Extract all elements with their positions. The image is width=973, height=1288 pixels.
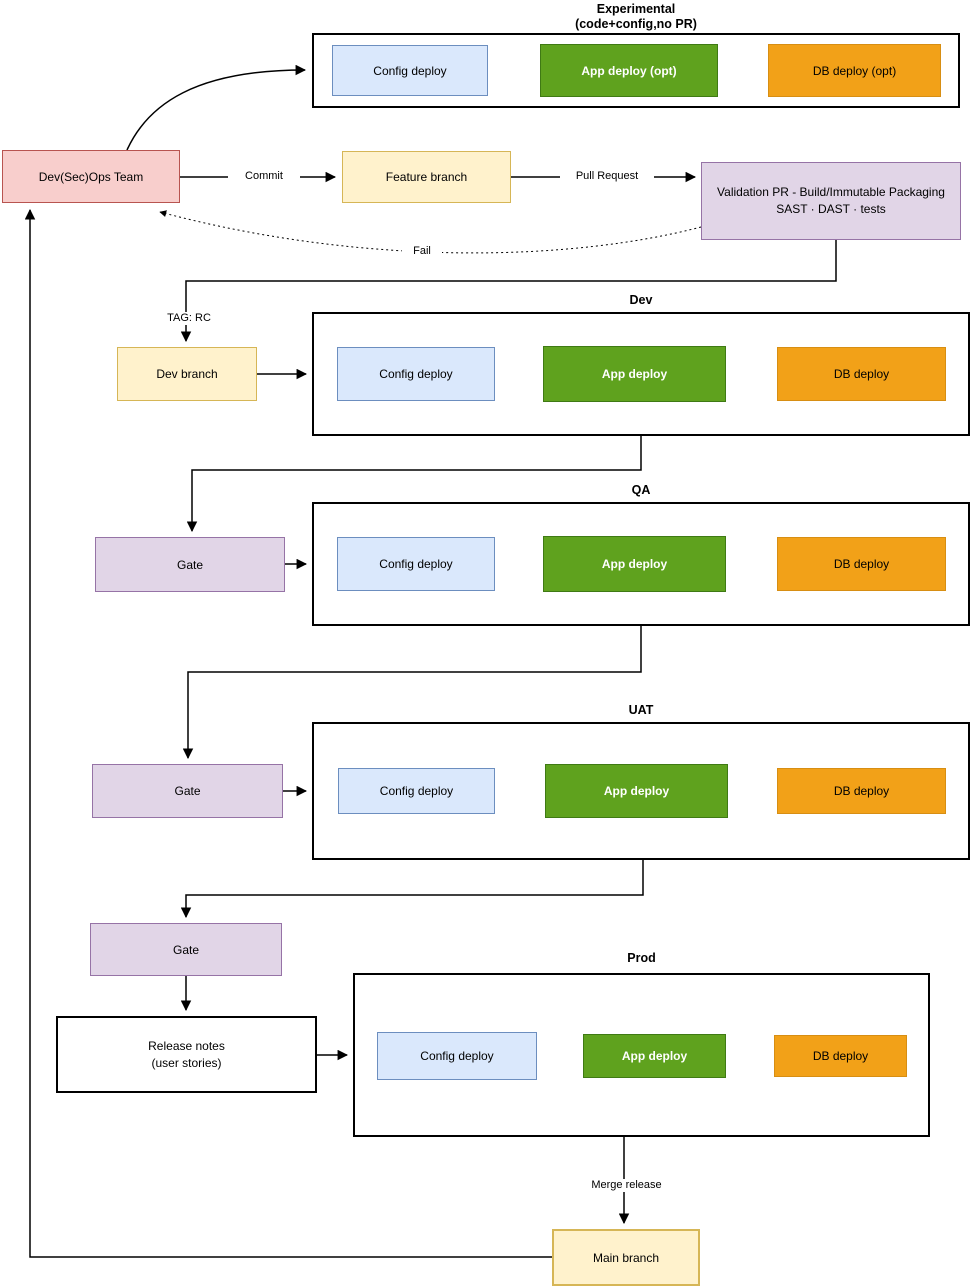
validation-pr-node: Validation PR - Build/Immutable Packagin… [701,162,961,240]
gate-prod-node: Gate [90,923,282,976]
main-branch-node: Main branch [552,1229,700,1286]
release-notes-node: Release notes (user stories) [56,1016,317,1093]
edge-team-to-experimental [126,64,307,151]
tag-rc-edge-label: TAG: RC [148,312,230,325]
qa-config-deploy-box: Config deploy [337,537,495,591]
uat-title: UAT [628,703,654,717]
gate-uat-node: Gate [92,764,283,818]
dev-branch-node: Dev branch [117,347,257,401]
release-notes-line2: (user stories) [151,1055,222,1070]
fail-edge-label: Fail [402,245,442,258]
uat-app-deploy-box: App deploy [545,764,728,818]
edge-uat-to-gate-prod [180,860,644,919]
dev-config-deploy-box: Config deploy [337,347,495,401]
validation-pr-line1: Validation PR - Build/Immutable Packagin… [717,185,945,199]
gate-qa-node: Gate [95,537,285,592]
commit-edge-label: Commit [228,170,300,183]
uat-db-deploy-box: DB deploy [777,768,946,814]
uat-config-deploy-box: Config deploy [338,768,495,814]
prod-title: Prod [627,951,656,965]
release-notes-line1: Release notes [148,1038,225,1053]
experimental-title: Experimental (code+config,no PR) [312,2,960,32]
prod-db-deploy-box: DB deploy [774,1035,907,1077]
prod-app-deploy-box: App deploy [583,1034,726,1078]
feature-branch-node: Feature branch [342,151,511,203]
dev-app-deploy-box: App deploy [543,346,726,402]
dev-db-deploy-box: DB deploy [777,347,946,401]
experimental-title-line2: (code+config,no PR) [575,17,697,31]
qa-db-deploy-box: DB deploy [777,537,946,591]
experimental-app-deploy-box: App deploy (opt) [540,44,718,97]
experimental-title-line1: Experimental [596,2,676,16]
qa-app-deploy-box: App deploy [543,536,726,592]
experimental-config-deploy-box: Config deploy [332,45,488,96]
merge-release-edge-label: Merge release [572,1179,681,1192]
prod-config-deploy-box: Config deploy [377,1032,537,1080]
devsecops-team-node: Dev(Sec)Ops Team [2,150,180,203]
dev-title: Dev [629,293,653,307]
pull-request-edge-label: Pull Request [560,170,654,183]
qa-title: QA [631,483,651,497]
validation-pr-line2: SAST · DAST · tests [776,202,886,216]
experimental-db-deploy-box: DB deploy (opt) [768,44,941,97]
